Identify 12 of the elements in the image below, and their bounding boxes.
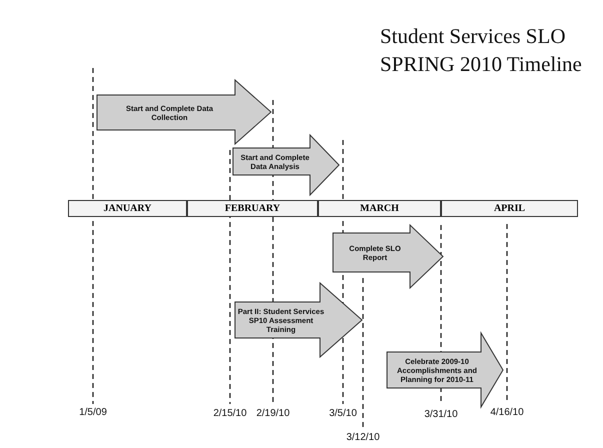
month-cell: MARCH bbox=[318, 200, 441, 217]
date-label: 2/15/10 bbox=[213, 408, 247, 419]
date-label: 2/19/10 bbox=[256, 408, 290, 419]
month-cell: FEBRUARY bbox=[187, 200, 318, 217]
month-cell: APRIL bbox=[441, 200, 578, 217]
date-label: 4/16/10 bbox=[490, 407, 524, 418]
month-cell: JANUARY bbox=[68, 200, 187, 217]
title: Student Services SLO SPRING 2010 Timeline bbox=[380, 23, 583, 78]
date-label: 3/5/10 bbox=[329, 408, 357, 419]
date-label: 3/12/10 bbox=[346, 432, 380, 443]
date-label: 1/5/09 bbox=[79, 407, 107, 418]
date-label: 3/31/10 bbox=[424, 409, 458, 420]
